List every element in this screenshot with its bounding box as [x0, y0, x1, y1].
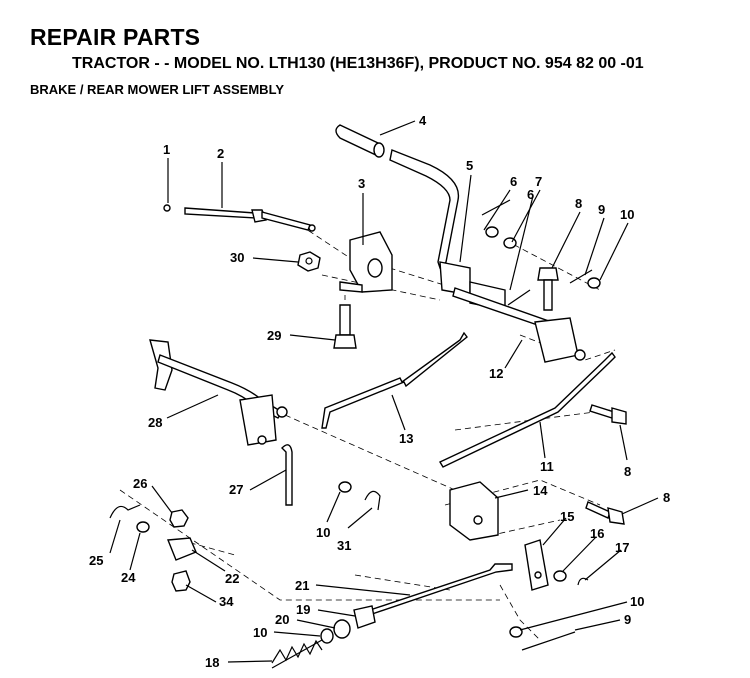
- callout-34: 34: [219, 594, 234, 609]
- page-title: REPAIR PARTS: [30, 24, 201, 50]
- callout-31: 31: [337, 538, 351, 553]
- callout-9: 9: [598, 202, 605, 217]
- part-bolt: [333, 304, 357, 349]
- callout-14: 14: [533, 483, 548, 498]
- callout-16: 16: [590, 526, 604, 541]
- part-clip-25: [109, 504, 141, 519]
- callout-26: 26: [133, 476, 147, 491]
- part-bracket: [339, 231, 393, 293]
- part-nut-26: [169, 509, 189, 528]
- part-washer-24: [136, 521, 150, 533]
- part-ferrule-22: [167, 537, 197, 561]
- callout-8b: 8: [624, 464, 631, 479]
- callout-4: 4: [419, 113, 427, 128]
- part-washer-10a: [320, 628, 334, 644]
- callout-6: 6: [510, 174, 517, 189]
- callout-22: 22: [225, 571, 239, 586]
- part-washer-20: [333, 619, 351, 639]
- section-title: BRAKE / REAR MOWER LIFT ASSEMBLY: [30, 82, 284, 97]
- callout-17: 17: [615, 540, 629, 555]
- part-washer-10b: [509, 626, 523, 638]
- callout-11: 11: [540, 459, 554, 474]
- part-washer-16: [553, 570, 567, 582]
- part-cotter-9: [521, 631, 576, 651]
- callout-10c: 10: [253, 625, 267, 640]
- callout-8c: 8: [663, 490, 670, 505]
- callout-6b: 6: [527, 187, 534, 202]
- part-nut-34: [171, 570, 191, 592]
- callout-12: 12: [489, 366, 503, 381]
- part-pin: [163, 204, 171, 212]
- callout-5: 5: [466, 158, 473, 173]
- callout-29: 29: [267, 328, 281, 343]
- callout-27: 27: [229, 482, 243, 497]
- callout-9b: 9: [624, 612, 631, 627]
- callout-24: 24: [121, 570, 136, 585]
- callout-10: 10: [620, 207, 634, 222]
- part-link: [524, 539, 549, 591]
- callout-30: 30: [230, 250, 244, 265]
- part-bolt-right: [585, 501, 625, 525]
- callout-2: 2: [217, 146, 224, 161]
- part-brake-rod: [184, 207, 316, 232]
- callout-20: 20: [275, 612, 289, 627]
- part-eye-bolt: [281, 444, 293, 506]
- part-spring: [271, 639, 323, 669]
- callout-7: 7: [535, 174, 542, 189]
- callout-10b: 10: [316, 525, 330, 540]
- part-rod-13: [321, 331, 468, 429]
- callout-28: 28: [148, 415, 162, 430]
- part-bolt-mid: [589, 404, 627, 425]
- part-rod-11: [439, 351, 616, 468]
- part-rod-21: [369, 563, 513, 615]
- callout-15: 15: [560, 509, 574, 524]
- callout-labels: 1 2 3 4 5 6 7 6 8 9 10 30 29 12 28 13 11…: [89, 113, 670, 670]
- part-lift-shaft: [452, 287, 586, 363]
- part-bolt-top: [537, 267, 601, 311]
- part-lift-arm: [149, 339, 288, 446]
- callout-25: 25: [89, 553, 103, 568]
- callout-1: 1: [163, 142, 170, 157]
- part-washer-10c: [338, 481, 352, 493]
- callout-21: 21: [295, 578, 309, 593]
- part-clip-31: [364, 490, 381, 511]
- part-bracket-14: [449, 481, 499, 541]
- callout-8: 8: [575, 196, 582, 211]
- leader-lines: [109, 120, 659, 663]
- callout-19: 19: [296, 602, 310, 617]
- callout-13: 13: [399, 431, 413, 446]
- callout-18: 18: [205, 655, 219, 670]
- callout-10d: 10: [630, 594, 644, 609]
- part-nut-19: [353, 605, 376, 629]
- part-nut: [297, 251, 321, 272]
- callout-3: 3: [358, 176, 365, 191]
- model-line: TRACTOR - - MODEL NO. LTH130 (HE13H36F),…: [72, 55, 644, 72]
- part-handle-grip: [335, 124, 385, 158]
